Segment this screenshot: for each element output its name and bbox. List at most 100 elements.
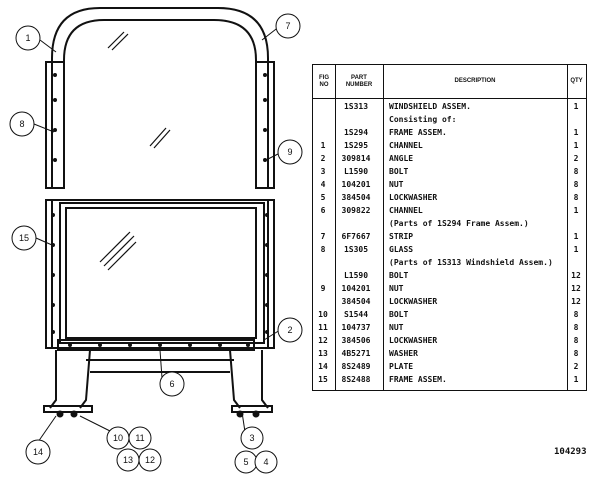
callout-label: 5 xyxy=(243,457,248,467)
cell-desc: LOCKWASHER xyxy=(389,193,438,202)
bottom-channel xyxy=(57,339,255,351)
cell-qty: 1 xyxy=(573,206,579,215)
cell-fig: 2 xyxy=(320,154,326,163)
cell-fig: 15 xyxy=(318,375,328,384)
cell-qty: 1 xyxy=(573,245,579,254)
parts-list-table: FIG NO PART NUMBER DESCRIPTION QTY 1S313… xyxy=(312,64,587,391)
cell-desc: BOLT xyxy=(389,167,409,176)
cell-qty: 1 xyxy=(573,375,579,384)
cell-fig: 6 xyxy=(320,206,326,215)
callout-label: 2 xyxy=(287,325,292,335)
header-fig-no: FIG NO xyxy=(313,65,335,99)
cell-fig: 1 xyxy=(320,141,326,150)
callout-label: 3 xyxy=(249,433,254,443)
table-row: L1590 BOLT 12 xyxy=(313,270,586,284)
cell-qty: 8 xyxy=(573,310,579,319)
callout-label: 14 xyxy=(33,447,43,457)
left-foot-plate xyxy=(43,405,93,413)
right-foot-plate xyxy=(231,405,273,413)
table-row: 6 309822 CHANNEL 1 xyxy=(313,205,586,219)
cell-qty: 1 xyxy=(573,232,579,241)
cell-part: 8S2488 xyxy=(341,375,371,384)
cell-part: 4B5271 xyxy=(341,349,371,358)
cell-desc: NUT xyxy=(389,180,404,189)
upper-frame-inner xyxy=(63,19,257,188)
right-leg xyxy=(261,350,269,409)
cell-fig: 7 xyxy=(320,232,326,241)
callout-label: 8 xyxy=(19,119,24,129)
cell-qty: 8 xyxy=(573,193,579,202)
cell-desc: (Parts of 1S294 Frame Assem.) xyxy=(389,219,529,228)
cell-fig: 12 xyxy=(318,336,328,345)
cell-qty: 8 xyxy=(573,336,579,345)
cell-part: 104201 xyxy=(341,180,371,189)
cell-part: 384504 xyxy=(341,193,371,202)
header-qty: QTY xyxy=(567,65,586,99)
cell-fig: 10 xyxy=(318,310,328,319)
cell-part: L1590 xyxy=(343,271,369,280)
cell-desc: (Parts of 1S313 Windshield Assem.) xyxy=(389,258,553,267)
cell-fig: 3 xyxy=(320,167,326,176)
cell-qty: 8 xyxy=(573,349,579,358)
cell-fig: 11 xyxy=(318,323,328,332)
cell-fig: 5 xyxy=(320,193,326,202)
left-angle-upper xyxy=(45,61,65,189)
cell-part: 384504 xyxy=(341,297,371,306)
table-row: 12 384506 LOCKWASHER 8 xyxy=(313,335,586,349)
cell-qty: 1 xyxy=(573,102,579,111)
cell-desc: BOLT xyxy=(389,271,409,280)
cell-qty: 1 xyxy=(573,141,579,150)
cell-qty: 8 xyxy=(573,323,579,332)
cell-desc: CHANNEL xyxy=(389,206,423,215)
cell-desc: WASHER xyxy=(389,349,418,358)
callout-label: 10 xyxy=(113,433,123,443)
upper-frame-outer xyxy=(51,7,269,188)
cell-part: 384506 xyxy=(341,336,371,345)
cell-qty: 2 xyxy=(573,362,579,371)
callout-label: 7 xyxy=(285,21,290,31)
cell-fig: 14 xyxy=(318,362,328,371)
cell-part: 1S305 xyxy=(343,245,369,254)
cell-qty: 1 xyxy=(573,128,579,137)
lower-glass xyxy=(65,207,257,339)
windshield-diagram: 1 7 8 9 15 2 6 14 10 11 13 12 3 5 4 xyxy=(9,7,303,474)
cell-qty: 8 xyxy=(573,167,579,176)
cell-desc: Consisting of: xyxy=(389,115,457,124)
cell-fig: 8 xyxy=(320,245,326,254)
cell-qty: 12 xyxy=(571,284,581,293)
table-row: (Parts of 1S313 Windshield Assem.) xyxy=(313,257,586,271)
cell-desc: LOCKWASHER xyxy=(389,336,438,345)
cell-part: 104201 xyxy=(341,284,371,293)
cell-desc: FRAME ASSEM. xyxy=(389,375,447,384)
callout-label: 15 xyxy=(19,233,29,243)
cell-desc: ANGLE xyxy=(389,154,414,163)
cell-part: 309822 xyxy=(341,206,371,215)
table-row: (Parts of 1S294 Frame Assem.) xyxy=(313,218,586,232)
cell-desc: STRIP xyxy=(389,232,414,241)
header-part-number: PART NUMBER xyxy=(335,65,383,99)
document-number: 104293 xyxy=(554,447,587,457)
cell-desc: WINDSHIELD ASSEM. xyxy=(389,102,471,111)
cell-desc: NUT xyxy=(389,323,404,332)
cell-desc: BOLT xyxy=(389,310,409,319)
table-row: 5 384504 LOCKWASHER 8 xyxy=(313,192,586,206)
left-leg xyxy=(49,350,57,409)
cell-part: 309814 xyxy=(341,154,371,163)
cell-desc: FRAME ASSEM. xyxy=(389,128,447,137)
lower-frame-outer xyxy=(45,199,275,349)
callout-label: 9 xyxy=(287,147,292,157)
cell-qty: 12 xyxy=(571,271,581,280)
cell-part: 1S295 xyxy=(343,141,369,150)
callout-label: 4 xyxy=(263,457,268,467)
